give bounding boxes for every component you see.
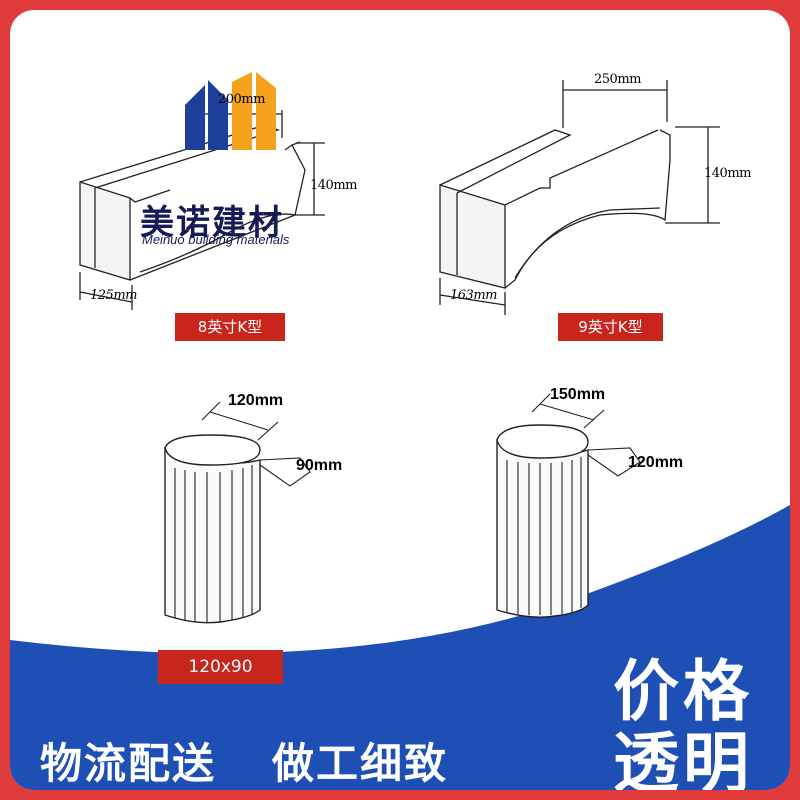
downpipe-large-depth: 120mm	[628, 454, 684, 471]
downpipe-large-width: 150mm	[550, 386, 606, 403]
banner-background	[10, 505, 790, 790]
gutter-9-label: 9英寸K型	[558, 313, 663, 341]
gutter-8-height: 140mm	[310, 178, 357, 193]
gutter-9-drawing	[439, 80, 720, 315]
downpipe-small-drawing	[164, 401, 311, 624]
gutter-9-height: 140mm	[704, 166, 751, 181]
gutter-8-label: 8英寸K型	[175, 313, 285, 341]
slogan-craft: 做工细致	[272, 739, 449, 788]
downpipe-small-depth: 90mm	[296, 457, 343, 474]
gutter-9-bottom-width: 163mm	[450, 288, 497, 303]
downpipe-small-label: 120x90	[158, 650, 283, 684]
downpipe-small-width: 120mm	[228, 392, 284, 409]
product-card: 美诺建材 Meinuo building materials 200mm 140…	[10, 10, 790, 790]
drawings-canvas	[10, 72, 790, 790]
slogan-price: 价格	[613, 653, 753, 730]
logo-mark	[185, 72, 276, 150]
gutter-9-top-width: 250mm	[594, 72, 641, 87]
downpipe-large-drawing	[496, 393, 641, 618]
gutter-8-top-width: 200mm	[218, 92, 265, 107]
logo-name-cn: 美诺建材	[140, 203, 284, 243]
slogan-delivery: 物流配送	[40, 739, 217, 788]
slogan-transparent: 透明	[613, 725, 753, 790]
gutter-8-bottom-width: 125mm	[90, 288, 137, 303]
logo-name-en: Meinuo building materials	[142, 232, 290, 247]
